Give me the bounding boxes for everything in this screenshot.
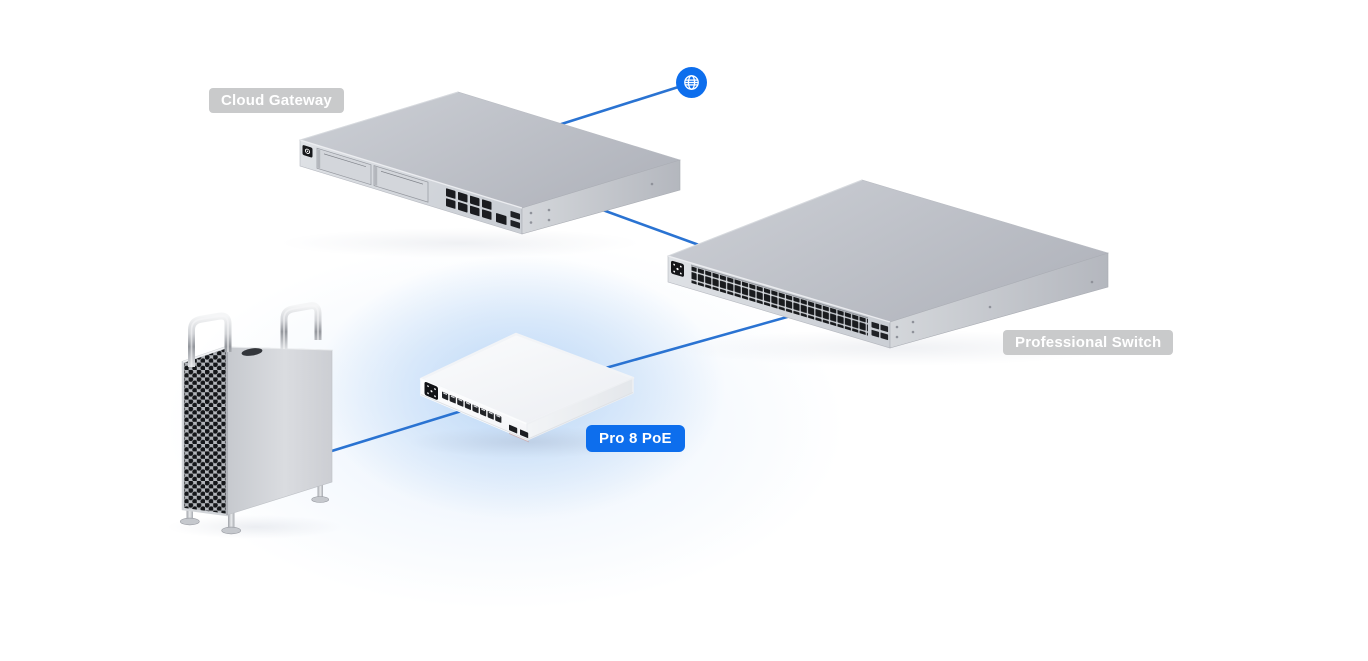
internet-globe-icon [676, 67, 707, 98]
gateway-rj45-ports [446, 188, 507, 225]
cloud-gateway-label: Cloud Gateway [209, 88, 344, 113]
pro-8-poe-device [419, 332, 635, 443]
connection-switch-pro8poe [600, 310, 807, 371]
workstation-grille-pattern [183, 347, 227, 515]
gateway-drive-bays [316, 147, 429, 203]
connection-internet-gateway [550, 81, 693, 129]
gateway-sfp-ports [510, 211, 520, 229]
cloud-gateway-device [298, 91, 682, 235]
switch-sfp-ports [871, 321, 889, 341]
switch-front-details [671, 260, 889, 341]
switch-rj45-ports [691, 266, 868, 336]
professional-switch-device [667, 179, 1110, 349]
gateway-side-face [521, 159, 681, 235]
professional-switch-label: Professional Switch [1003, 330, 1174, 355]
pro8-rj45-ports [442, 391, 502, 423]
connection-pro8poe-workstation [320, 407, 470, 456]
pro8-sfp-ports [509, 424, 529, 439]
gateway-front-details [302, 145, 520, 229]
switch-side-face [889, 252, 1109, 349]
workstation-device [180, 302, 333, 535]
pro-8-poe-label: Pro 8 PoE [586, 425, 685, 452]
workstation-handles [188, 302, 322, 367]
pro8-front-details [424, 381, 529, 443]
switch-side-screws [895, 280, 1094, 339]
gateway-wan-port [496, 213, 507, 225]
workstation-top-vent [241, 348, 263, 356]
connection-lines [320, 81, 807, 456]
connection-gateway-switch [598, 207, 712, 251]
gateway-side-screws [529, 182, 654, 224]
